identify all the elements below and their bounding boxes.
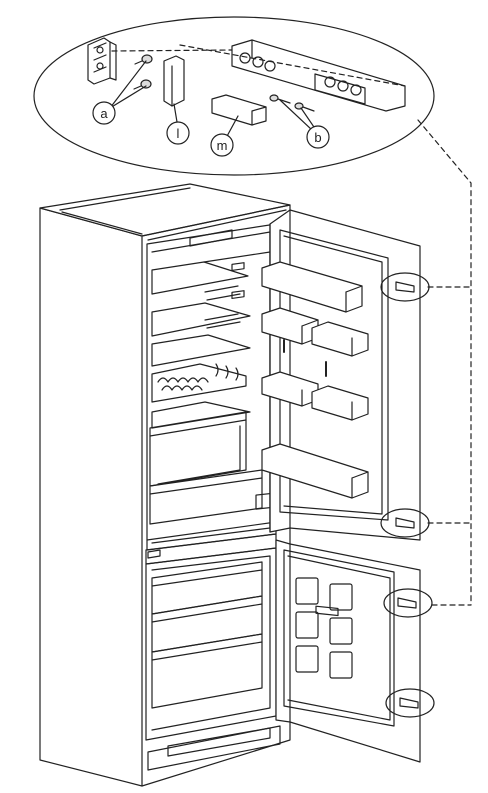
- screw-a-part: [133, 54, 153, 90]
- callout-label-b: b: [314, 130, 321, 145]
- freezer-drawer-3: [151, 633, 263, 709]
- freezer-compartment: [145, 547, 277, 741]
- glass-shelf-1: [151, 261, 249, 295]
- crisper-drawer-top: [149, 411, 247, 487]
- freezer-door-pockets: [295, 577, 353, 679]
- hinge-marker-3: [383, 588, 433, 618]
- hinge-bracket-part: [87, 37, 117, 85]
- door-bin-3: [311, 321, 369, 357]
- callout-circle-l: [166, 121, 190, 145]
- callout-circle-a: [92, 101, 116, 125]
- callout-circle-m: [210, 133, 234, 157]
- hinge-marker-2: [380, 508, 430, 538]
- door-bin-5: [311, 385, 369, 421]
- spacer-m-part: [211, 94, 267, 126]
- cover-l-part: [163, 55, 185, 107]
- glass-shelf-3: [151, 334, 251, 367]
- glass-shelf-2: [151, 302, 251, 337]
- wine-rack: [151, 363, 247, 403]
- hinge-connector-dashed: [417, 119, 472, 606]
- door-bin-6: [261, 443, 369, 499]
- hinge-marker-1: [380, 272, 430, 302]
- door-bin-1: [261, 261, 363, 313]
- fridge-door: [261, 209, 421, 541]
- callout-circle-b: [306, 125, 330, 149]
- assembly-dashed-line: [111, 44, 406, 87]
- screw-b-part: [269, 94, 315, 112]
- freezer-door-display: [315, 605, 339, 617]
- callout-label-l: l: [177, 126, 180, 141]
- crisper-drawer-bottom: [149, 469, 263, 525]
- detail-ellipse: [33, 16, 435, 176]
- door-hinge-plate-part: [231, 39, 406, 112]
- detail-inset: [33, 16, 435, 176]
- freezer-door: [275, 539, 421, 763]
- callout-label-m: m: [217, 138, 228, 153]
- cabinet-housing: [39, 183, 291, 787]
- hinge-detail-markers: [380, 272, 435, 718]
- fridge-compartment: [145, 223, 277, 565]
- callout-label-a: a: [100, 106, 108, 121]
- hinge-marker-4: [385, 688, 435, 718]
